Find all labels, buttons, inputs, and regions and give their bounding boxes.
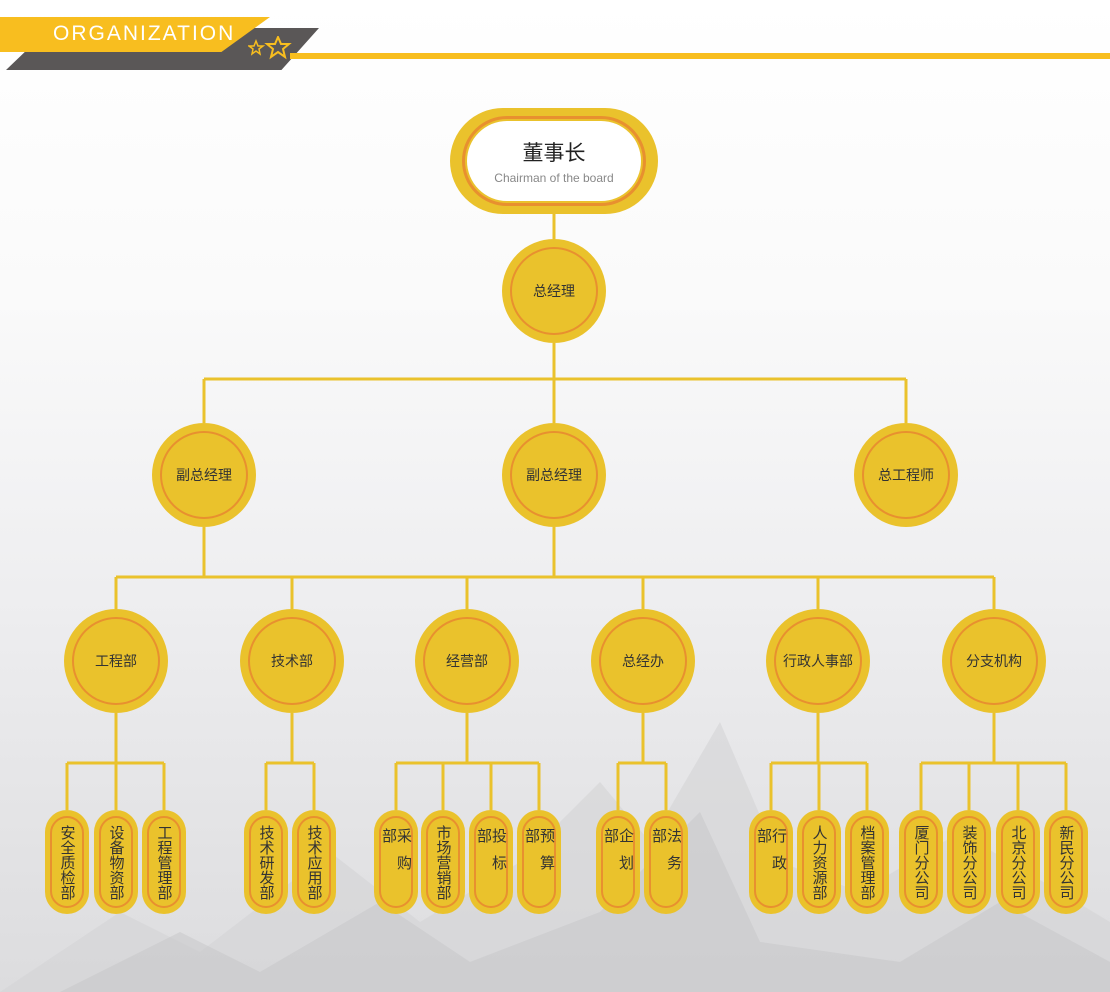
unit-node: 北京分公司 <box>996 810 1040 914</box>
department-node-label: 分支机构 <box>950 617 1038 705</box>
unit-label: 市场营销部 <box>426 816 460 908</box>
unit-label: 工程管理部 <box>147 816 181 908</box>
unit-node: 厦门分公司 <box>899 810 943 914</box>
department-node-label: 总经办 <box>599 617 687 705</box>
department-node: 总经办 <box>591 609 695 713</box>
header-rule <box>290 53 1110 59</box>
unit-node: 技术应用部 <box>292 810 336 914</box>
executive-node-label: 总工程师 <box>862 431 950 519</box>
unit-node: 法务部 <box>644 810 688 914</box>
department-node: 分支机构 <box>942 609 1046 713</box>
unit-label: 装饰分公司 <box>952 816 986 908</box>
executive-node: 副总经理 <box>502 423 606 527</box>
department-node: 技术部 <box>240 609 344 713</box>
unit-label: 采购部 <box>379 816 413 908</box>
unit-label: 安全质检部 <box>50 816 84 908</box>
unit-node: 安全质检部 <box>45 810 89 914</box>
department-node-label: 技术部 <box>248 617 336 705</box>
executive-node: 副总经理 <box>152 423 256 527</box>
unit-node: 市场营销部 <box>421 810 465 914</box>
executive-node: 总工程师 <box>854 423 958 527</box>
chairman-subtitle: Chairman of the board <box>494 171 614 185</box>
unit-label: 预算部 <box>522 816 556 908</box>
unit-node: 预算部 <box>517 810 561 914</box>
unit-label: 行政部 <box>754 816 788 908</box>
unit-node: 技术研发部 <box>244 810 288 914</box>
unit-node: 装饰分公司 <box>947 810 991 914</box>
chairman-node: 董事长 Chairman of the board <box>450 108 658 214</box>
unit-label: 厦门分公司 <box>904 816 938 908</box>
unit-label: 档案管理部 <box>850 816 884 908</box>
section-title: ORGANIZATION <box>53 22 236 45</box>
department-node-label: 行政人事部 <box>774 617 862 705</box>
unit-node: 设备物资部 <box>94 810 138 914</box>
executive-node-label: 副总经理 <box>160 431 248 519</box>
unit-node: 企划部 <box>596 810 640 914</box>
unit-label: 法务部 <box>649 816 683 908</box>
star-icon <box>248 36 292 60</box>
chairman-title: 董事长 <box>522 141 586 165</box>
unit-label: 人力资源部 <box>802 816 836 908</box>
unit-label: 技术研发部 <box>249 816 283 908</box>
unit-node: 投标部 <box>469 810 513 914</box>
unit-label: 新民分公司 <box>1049 816 1083 908</box>
unit-node: 工程管理部 <box>142 810 186 914</box>
unit-node: 档案管理部 <box>845 810 889 914</box>
unit-label: 技术应用部 <box>297 816 331 908</box>
department-node: 经营部 <box>415 609 519 713</box>
unit-label: 设备物资部 <box>99 816 133 908</box>
unit-label: 北京分公司 <box>1001 816 1035 908</box>
department-node: 行政人事部 <box>766 609 870 713</box>
executive-node-label: 副总经理 <box>510 431 598 519</box>
department-node-label: 经营部 <box>423 617 511 705</box>
unit-label: 投标部 <box>474 816 508 908</box>
unit-node: 人力资源部 <box>797 810 841 914</box>
header-banner-yellow <box>0 17 270 52</box>
department-node-label: 工程部 <box>72 617 160 705</box>
unit-label: 企划部 <box>601 816 635 908</box>
unit-node: 新民分公司 <box>1044 810 1088 914</box>
general-manager-node: 总经理 <box>502 239 606 343</box>
general-manager-node-label: 总经理 <box>510 247 598 335</box>
unit-node: 采购部 <box>374 810 418 914</box>
department-node: 工程部 <box>64 609 168 713</box>
unit-node: 行政部 <box>749 810 793 914</box>
